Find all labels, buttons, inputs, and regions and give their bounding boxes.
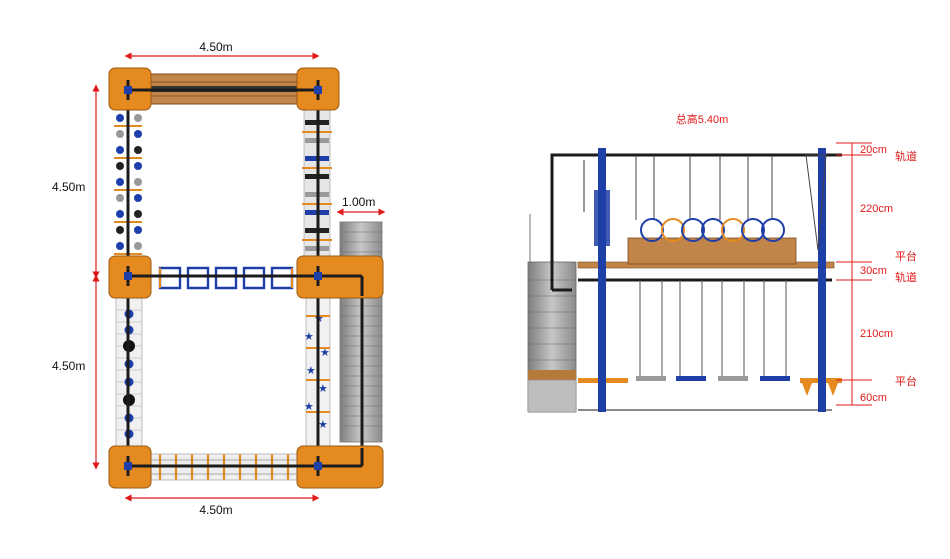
plan-middle-bridge xyxy=(158,266,294,290)
elevation-dim-labels: 20cm 轨道 220cm 平台 30cm 轨道 210cm 平台 60cm xyxy=(860,144,917,404)
plan-view: 4.50m 4.50m 4.50m 4.50m 1.00m xyxy=(52,40,386,517)
top-width-label: 4.50m xyxy=(199,40,232,54)
plan-dimensions: 4.50m 4.50m 4.50m 4.50m 1.00m xyxy=(52,40,386,517)
plan-posts xyxy=(124,86,322,470)
svg-text:★: ★ xyxy=(304,400,314,413)
elevation-view: 总高5.40m xyxy=(527,112,917,413)
platform-mid-label: 平台 xyxy=(895,249,917,263)
seg-lower-label: 210cm xyxy=(860,328,893,340)
elevation-swings xyxy=(636,280,838,396)
track-top-label: 轨道 xyxy=(895,149,917,163)
bottom-width-label: 4.50m xyxy=(199,503,232,517)
svg-text:★: ★ xyxy=(318,418,328,431)
svg-text:★: ★ xyxy=(318,382,328,395)
elevation-frame xyxy=(550,148,842,412)
total-height-label: 总高5.40m xyxy=(676,112,729,126)
elevation-rings xyxy=(635,154,827,251)
svg-text:★: ★ xyxy=(306,364,316,377)
elevation-dimensions xyxy=(836,142,872,406)
lower-height-label: 4.50m xyxy=(52,359,85,373)
svg-text:★: ★ xyxy=(304,330,314,343)
platform-low-label: 平台 xyxy=(895,374,917,388)
seg-bottom-label: 60cm xyxy=(860,392,887,404)
track-mid-label: 轨道 xyxy=(895,270,917,284)
stair-width-label: 1.00m xyxy=(342,195,375,209)
seg-platform-label: 30cm xyxy=(860,265,887,277)
upper-height-label: 4.50m xyxy=(52,180,85,194)
seg-upper-label: 220cm xyxy=(860,203,893,215)
seg-top-label: 20cm xyxy=(860,144,887,156)
svg-text:★: ★ xyxy=(320,346,330,359)
